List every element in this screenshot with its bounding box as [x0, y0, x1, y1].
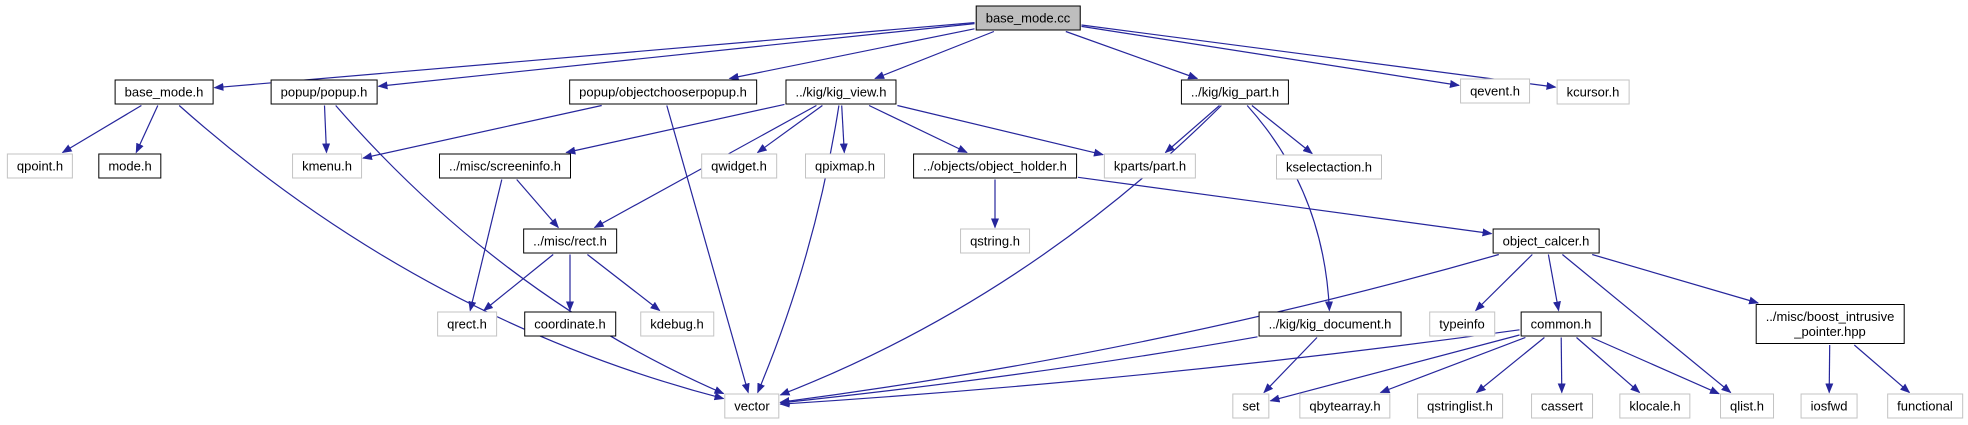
node-qbytearray_h: qbytearray.h — [1299, 393, 1391, 419]
edge-object_calcer_h-to-vector — [779, 253, 1499, 405]
edge-boost_hpp-to-functional — [1853, 344, 1911, 394]
node-qwidget_h: qwidget.h — [701, 153, 777, 179]
node-coordinate_h[interactable]: coordinate.h — [524, 311, 616, 337]
edge-base_mode_h-to-qpoint_h — [61, 104, 142, 154]
edge-kig_view_h-to-kparts_part_h — [897, 104, 1104, 157]
edge-screeninfo_h-to-rect_h — [516, 179, 559, 229]
edge-popup_h-to-vector — [335, 105, 725, 395]
edge-root-to-qevent_h — [1081, 25, 1460, 88]
node-kmenu_h: kmenu.h — [292, 153, 362, 179]
edge-common_h-to-klocale_h — [1576, 337, 1641, 394]
edge-rect_h-to-qrect_h — [483, 254, 554, 312]
node-boost_hpp[interactable]: ../misc/boost_intrusive _pointer.hpp — [1755, 304, 1905, 344]
edge-popup_h-to-kmenu_h — [322, 105, 331, 154]
node-qpixmap_h: qpixmap.h — [805, 153, 885, 179]
edge-root-to-base_mode_h — [213, 22, 975, 91]
node-qstringlist_h: qstringlist.h — [1417, 393, 1503, 419]
edge-object_calcer_h-to-qlist_h — [1562, 254, 1732, 394]
node-popup_h[interactable]: popup/popup.h — [270, 79, 378, 105]
node-kig_view_h[interactable]: ../kig/kig_view.h — [785, 79, 897, 105]
node-kig_part_h[interactable]: ../kig/kig_part.h — [1180, 79, 1290, 105]
node-qevent_h: qevent.h — [1460, 78, 1530, 104]
node-kselectaction_h: kselectaction.h — [1276, 154, 1382, 180]
edge-kig_document_h-to-set — [1263, 337, 1318, 394]
edge-object_holder_h-to-object_calcer_h — [1077, 176, 1493, 237]
edge-common_h-to-qbytearray_h — [1379, 336, 1526, 394]
node-rect_h[interactable]: ../misc/rect.h — [523, 228, 617, 254]
node-object_calcer_h[interactable]: object_calcer.h — [1492, 228, 1600, 254]
edge-objectchooserpopup_h-to-vector — [666, 105, 750, 394]
edge-kig_view_h-to-screeninfo_h — [565, 103, 785, 155]
node-common_h[interactable]: common.h — [1520, 311, 1602, 337]
node-typeinfo: typeinfo — [1429, 311, 1495, 337]
edge-kig_view_h-to-vector — [757, 105, 840, 394]
node-iosfwd: iosfwd — [1800, 393, 1858, 419]
edge-root-to-kig_view_h — [874, 30, 995, 80]
edge-base_mode_h-to-mode_h — [135, 105, 159, 154]
node-root: base_mode.cc — [975, 5, 1081, 31]
node-screeninfo_h[interactable]: ../misc/screeninfo.h — [439, 153, 571, 179]
edge-boost_hpp-to-iosfwd — [1825, 344, 1834, 394]
node-vector: vector — [724, 393, 780, 419]
edge-root-to-objectchooserpopup_h — [728, 28, 975, 81]
node-kig_document_h[interactable]: ../kig/kig_document.h — [1258, 311, 1402, 337]
node-kparts_part_h: kparts/part.h — [1103, 153, 1197, 179]
edge-kig_view_h-to-qpixmap_h — [839, 105, 848, 154]
edge-common_h-to-qlist_h — [1591, 336, 1720, 395]
node-klocale_h: klocale.h — [1619, 393, 1691, 419]
edge-rect_h-to-kdebug_h — [587, 254, 661, 312]
node-qstring_h: qstring.h — [960, 228, 1030, 254]
edge-common_h-to-vector — [779, 329, 1520, 408]
node-base_mode_h[interactable]: base_mode.h — [114, 79, 214, 105]
edge-kig_part_h-to-kparts_part_h — [1164, 105, 1220, 154]
edge-root-to-popup_h — [377, 23, 975, 90]
edge-object_calcer_h-to-common_h — [1547, 254, 1561, 312]
edge-objectchooserpopup_h-to-kmenu_h — [362, 104, 602, 161]
edge-root-to-kcursor_h — [1081, 24, 1557, 90]
node-mode_h[interactable]: mode.h — [98, 153, 162, 179]
edge-object_calcer_h-to-typeinfo — [1474, 254, 1533, 312]
node-qrect_h: qrect.h — [437, 311, 497, 337]
node-objectchooserpopup_h[interactable]: popup/objectchooserpopup.h — [569, 79, 757, 105]
edge-base_mode_h-to-vector — [178, 105, 725, 401]
edge-common_h-to-set — [1269, 334, 1520, 403]
node-functional: functional — [1887, 393, 1963, 419]
node-set: set — [1232, 393, 1270, 419]
node-object_holder_h[interactable]: ../objects/object_holder.h — [913, 153, 1077, 179]
edge-common_h-to-cassert — [1557, 337, 1566, 394]
edge-object_calcer_h-to-boost_hpp — [1592, 253, 1760, 305]
edge-root-to-kig_part_h — [1065, 30, 1199, 80]
node-qlist_h: qlist.h — [1720, 393, 1774, 419]
edge-screeninfo_h-to-qrect_h — [468, 179, 503, 312]
node-cassert: cassert — [1531, 393, 1593, 419]
node-kdebug_h: kdebug.h — [640, 311, 714, 337]
edge-common_h-to-qstringlist_h — [1475, 337, 1545, 394]
edge-kig_document_h-to-vector — [779, 336, 1258, 406]
node-qpoint_h: qpoint.h — [6, 153, 74, 179]
node-kcursor_h: kcursor.h — [1556, 79, 1630, 105]
edge-kig_view_h-to-object_holder_h — [868, 104, 968, 154]
edge-kig_part_h-to-kselectaction_h — [1251, 105, 1313, 155]
edge-kig_view_h-to-qwidget_h — [756, 105, 823, 154]
edge-kig_part_h-to-kig_document_h — [1246, 105, 1333, 312]
